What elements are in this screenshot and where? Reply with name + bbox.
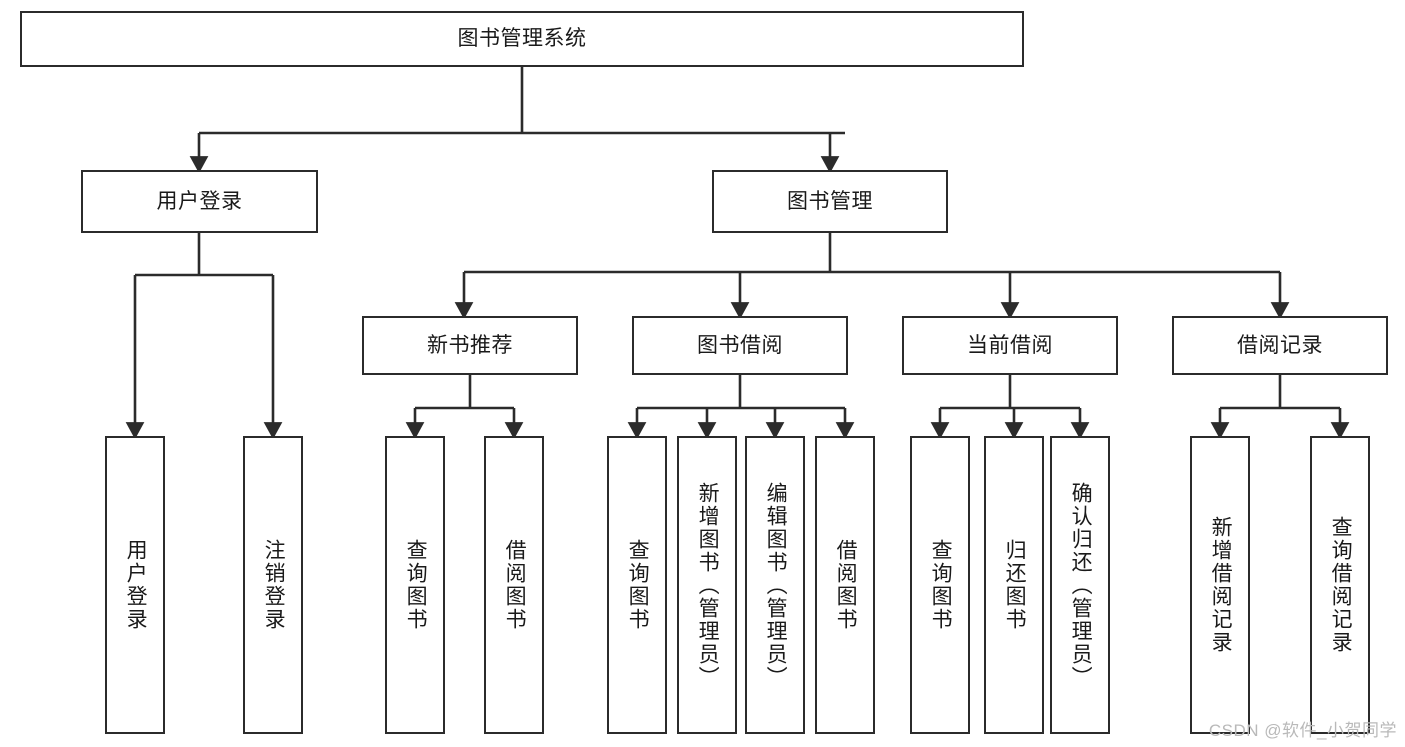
node-leaf-add-book-admin[interactable]: 新增图书（管理员） bbox=[677, 436, 737, 734]
node-leaf-query-book-borrow-label: 查询图书 bbox=[626, 539, 650, 631]
node-leaf-borrow-book-new-label: 借阅图书 bbox=[503, 539, 527, 631]
node-level2-current-borrow-label: 当前借阅 bbox=[967, 333, 1053, 357]
node-leaf-logout[interactable]: 注销登录 bbox=[243, 436, 303, 734]
node-leaf-query-borrow-record[interactable]: 查询借阅记录 bbox=[1310, 436, 1370, 734]
node-leaf-user-login[interactable]: 用户登录 bbox=[105, 436, 165, 734]
node-leaf-borrow-book[interactable]: 借阅图书 bbox=[815, 436, 875, 734]
node-level2-new-book-recommend-label: 新书推荐 bbox=[427, 333, 513, 357]
node-leaf-confirm-return-admin[interactable]: 确认归还（管理员） bbox=[1050, 436, 1110, 734]
node-level1-book-management-label: 图书管理 bbox=[787, 189, 873, 213]
node-leaf-query-book-borrow[interactable]: 查询图书 bbox=[607, 436, 667, 734]
node-leaf-query-book-current-label: 查询图书 bbox=[929, 539, 953, 631]
node-level2-borrow-record[interactable]: 借阅记录 bbox=[1172, 316, 1388, 375]
node-leaf-query-borrow-record-label: 查询借阅记录 bbox=[1329, 516, 1353, 654]
node-level2-borrow-record-label: 借阅记录 bbox=[1237, 333, 1323, 357]
node-leaf-edit-book-admin-label: 编辑图书（管理员） bbox=[764, 481, 788, 689]
node-level1-user-login-label: 用户登录 bbox=[156, 189, 243, 213]
node-level2-book-borrow-label: 图书借阅 bbox=[697, 333, 783, 357]
node-leaf-borrow-book-label: 借阅图书 bbox=[834, 539, 858, 631]
node-leaf-logout-label: 注销登录 bbox=[262, 539, 286, 631]
node-level2-new-book-recommend[interactable]: 新书推荐 bbox=[362, 316, 578, 375]
node-leaf-query-book-current[interactable]: 查询图书 bbox=[910, 436, 970, 734]
node-leaf-return-book-label: 归还图书 bbox=[1003, 539, 1027, 631]
node-level1-user-login[interactable]: 用户登录 bbox=[81, 170, 318, 233]
node-leaf-user-login-label: 用户登录 bbox=[124, 539, 148, 631]
node-leaf-borrow-book-new[interactable]: 借阅图书 bbox=[484, 436, 544, 734]
node-level1-book-management[interactable]: 图书管理 bbox=[712, 170, 948, 233]
node-leaf-add-borrow-record[interactable]: 新增借阅记录 bbox=[1190, 436, 1250, 734]
node-leaf-edit-book-admin[interactable]: 编辑图书（管理员） bbox=[745, 436, 805, 734]
node-leaf-add-borrow-record-label: 新增借阅记录 bbox=[1209, 516, 1233, 654]
node-root[interactable]: 图书管理系统 bbox=[20, 11, 1024, 67]
node-leaf-query-book-new-label: 查询图书 bbox=[404, 539, 428, 631]
node-leaf-confirm-return-admin-label: 确认归还（管理员） bbox=[1069, 481, 1093, 689]
node-leaf-query-book-new[interactable]: 查询图书 bbox=[385, 436, 445, 734]
node-level2-book-borrow[interactable]: 图书借阅 bbox=[632, 316, 848, 375]
node-level2-current-borrow[interactable]: 当前借阅 bbox=[902, 316, 1118, 375]
node-root-label: 图书管理系统 bbox=[457, 27, 587, 51]
node-leaf-add-book-admin-label: 新增图书（管理员） bbox=[696, 481, 720, 689]
node-leaf-return-book[interactable]: 归还图书 bbox=[984, 436, 1044, 734]
